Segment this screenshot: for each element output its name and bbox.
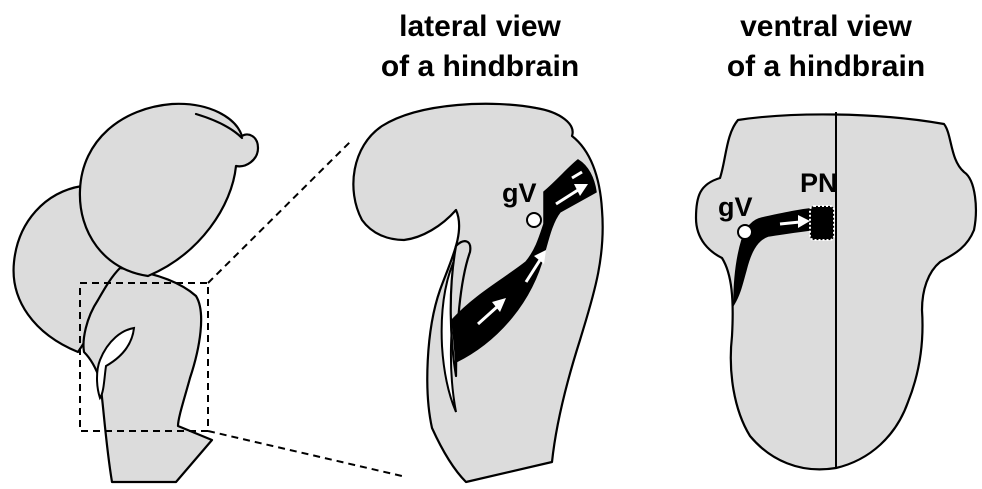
ventral-arrow: [780, 222, 800, 224]
embryo-head-panel: [14, 104, 402, 482]
ventral-ganglion-marker: [738, 225, 752, 239]
ventral-nucleus-marker: [810, 206, 834, 240]
lateral-title-line1: lateral view: [399, 10, 561, 43]
ventral-view-panel: ventral view of a hindbrain gV PN: [696, 10, 976, 469]
zoom-line-bottom: [208, 431, 402, 476]
lateral-ganglion-marker: [527, 213, 541, 227]
lateral-hindbrain-outline: [353, 104, 602, 482]
lateral-title-line2: of a hindbrain: [381, 50, 579, 83]
ventral-title-line1: ventral view: [740, 10, 912, 43]
lateral-view-panel: lateral view of a hindbrain gV: [353, 10, 602, 482]
ventral-nucleus-label: PN: [800, 168, 838, 198]
lateral-ganglion-label: gV: [502, 178, 537, 208]
ventral-title-line2: of a hindbrain: [727, 50, 925, 83]
ventral-ganglion-label: gV: [718, 192, 753, 222]
